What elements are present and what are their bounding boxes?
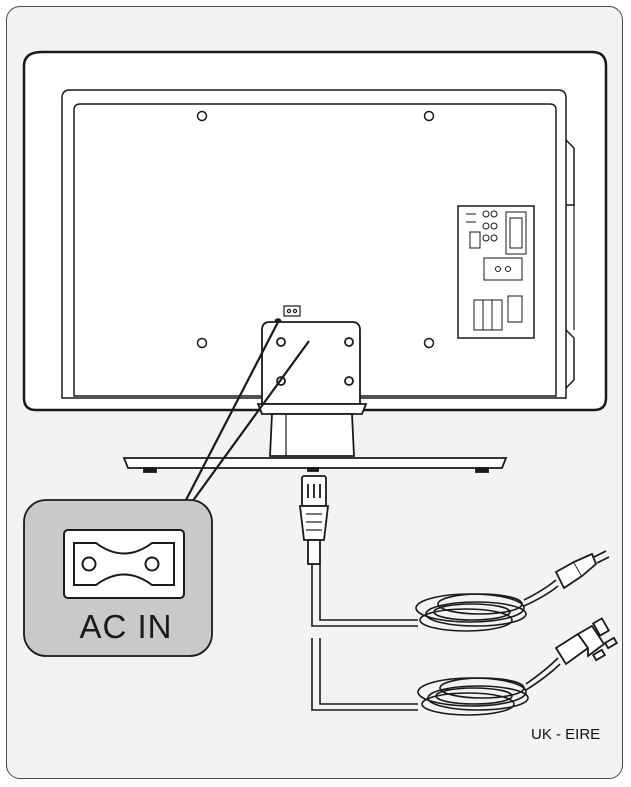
mounting-holes (196, 110, 435, 349)
mounting-hole (196, 337, 208, 349)
uk-plug-icon (554, 617, 619, 666)
callout-leader-lines (185, 321, 310, 503)
ac-in-label: AC IN (79, 608, 173, 645)
euro-power-cable (311, 564, 559, 632)
mounting-hole (423, 337, 435, 349)
ac-in-callout (23, 499, 213, 657)
uk-eire-label: UK - EIRE (531, 726, 601, 743)
mounting-hole (196, 110, 208, 122)
uk-power-cable (311, 638, 561, 716)
rear-connector-panel (457, 205, 535, 339)
mounting-hole (423, 110, 435, 122)
euro-plug-icon (554, 550, 610, 590)
iec-connector-icon (298, 475, 330, 565)
